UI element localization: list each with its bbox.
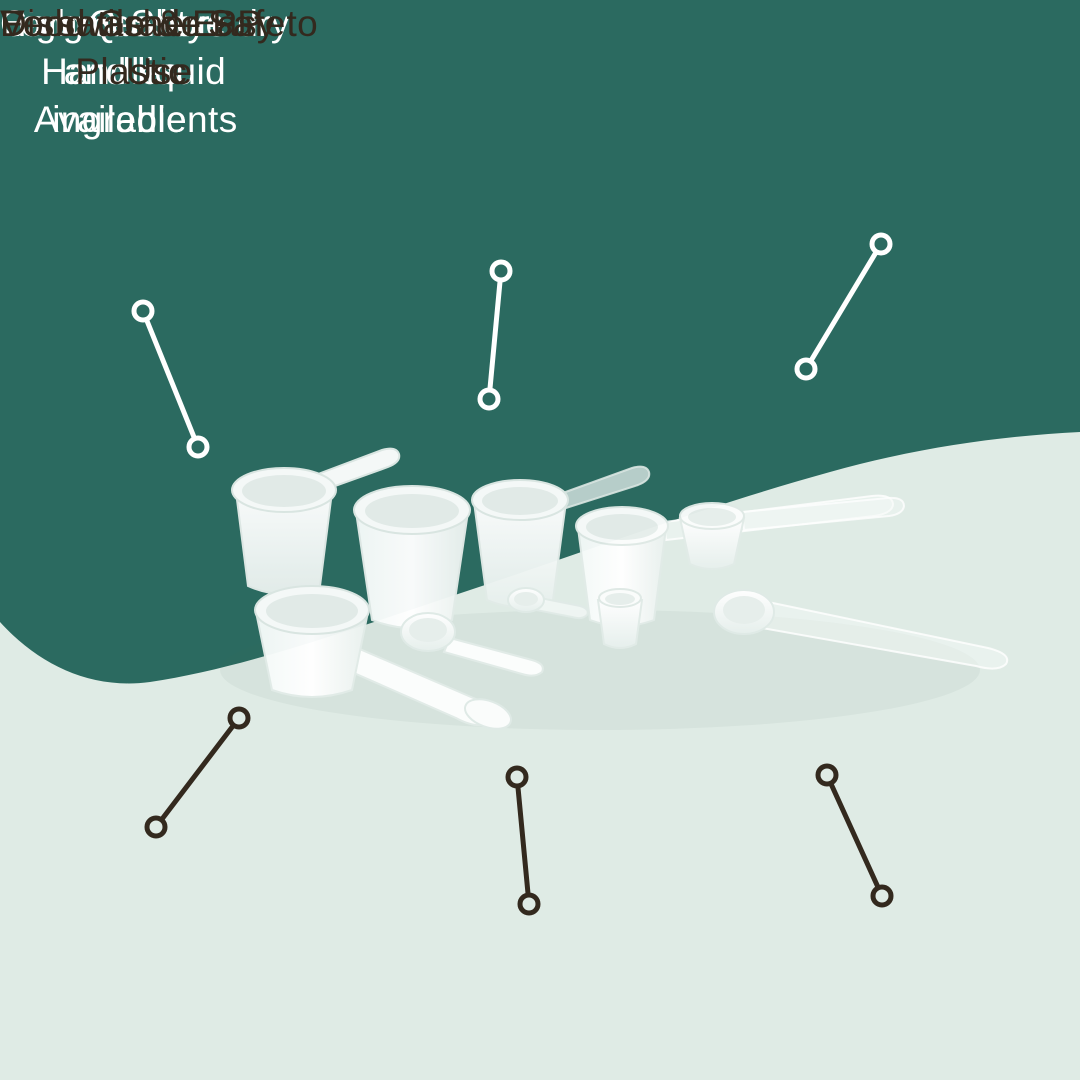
handle-paddle-icon (464, 698, 512, 730)
connector-dot (477, 387, 501, 411)
cup-interior (365, 494, 459, 528)
callout-versatile-label: Versatile & Easy to Use (0, 3, 319, 93)
connector-dot (505, 765, 529, 789)
scoop-long-handle-icon (740, 496, 906, 532)
leader-line-measure (140, 308, 201, 450)
spoon-interior (514, 592, 538, 606)
spoon-handle-icon (534, 596, 589, 620)
cup-interior (605, 593, 635, 605)
scoop-short-handle-icon (316, 447, 401, 492)
spoon-interior (409, 618, 447, 642)
leader-line-versatile (514, 774, 532, 907)
connector-dot (517, 892, 541, 916)
connector-dot (794, 357, 818, 381)
leader-line-dishwasher (824, 772, 885, 899)
callout-material-label: Food Grade PP Plastic (0, 3, 263, 93)
connector-dot (186, 435, 210, 459)
spoon-handle-icon (442, 636, 544, 677)
callout-handles-label: Long & Short Handles Available (0, 3, 221, 141)
measuring-cup (254, 611, 370, 698)
measuring-scoop (678, 517, 746, 570)
cup-interior (688, 508, 736, 526)
spoon-interior (723, 596, 765, 624)
leader-line-material (153, 715, 242, 830)
connector-dot (131, 299, 155, 323)
connector-dot (227, 706, 251, 730)
cup-interior (242, 475, 326, 507)
connector-dot (815, 763, 839, 787)
leader-line-quality (803, 241, 884, 372)
callout-dishwasher-label: Dishwasher Safe (0, 3, 286, 44)
cup-interior (266, 594, 358, 628)
connector-dot (144, 815, 168, 839)
cup-interior (586, 514, 658, 540)
callout-quality-label: High Quality (0, 3, 207, 44)
callout-measure-label: Can measure dry and liquid ingredients (0, 3, 290, 141)
connector-dot (870, 884, 894, 908)
cup-interior (482, 487, 558, 515)
connector-dot (869, 232, 893, 256)
connector-dot (489, 259, 513, 283)
leader-line-handles (486, 268, 504, 402)
scoop-short-handle-icon (558, 465, 651, 510)
scoop-long-handle-icon (760, 600, 1009, 670)
measuring-cup (596, 599, 644, 649)
